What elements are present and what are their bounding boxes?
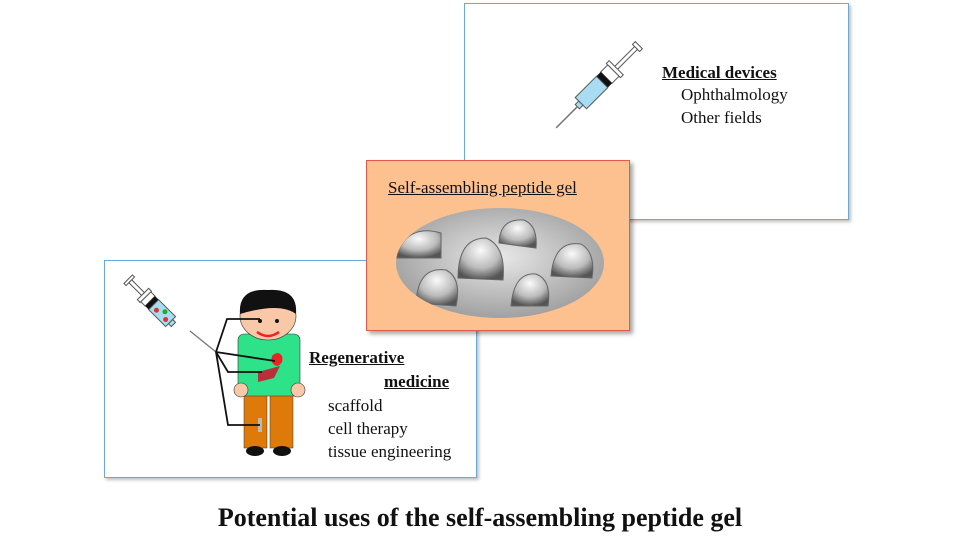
- syringe-icon: [555, 40, 644, 129]
- medical-devices-heading: Medical devices: [662, 63, 777, 82]
- person-illustration: [123, 274, 306, 456]
- regenerative-heading-line1: Regenerative: [309, 348, 405, 367]
- gel-heading: Self-assembling peptide gel: [388, 178, 577, 197]
- regen-item: cell therapy: [328, 419, 408, 438]
- medical-item: Other fields: [681, 108, 762, 127]
- slide-title: Potential uses of the self-assembling pe…: [217, 503, 743, 532]
- medical-item: Ophthalmology: [681, 85, 788, 104]
- regen-item: tissue engineering: [328, 442, 452, 461]
- regen-item: scaffold: [328, 396, 383, 415]
- peptide-gel-panel: Self-assembling peptide gel: [366, 160, 630, 331]
- gel-droplets-image: [396, 208, 604, 318]
- regenerative-heading-line2: medicine: [384, 372, 450, 391]
- syringe-icon: [123, 274, 177, 328]
